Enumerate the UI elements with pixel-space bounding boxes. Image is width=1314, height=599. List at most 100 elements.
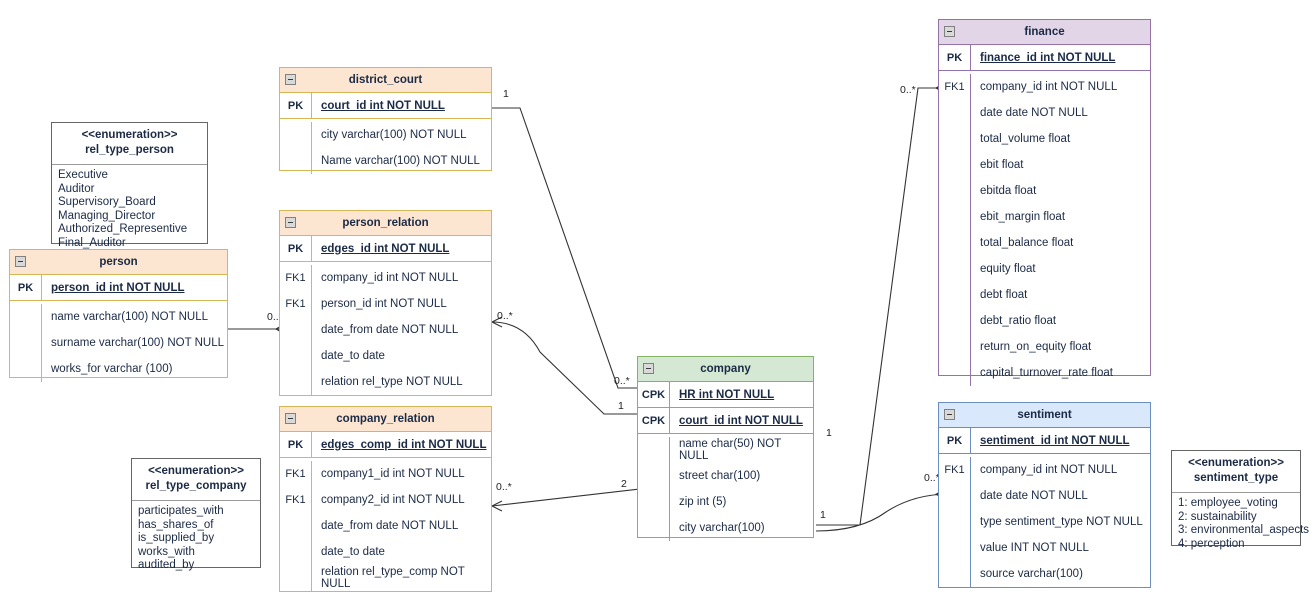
field-label: edges_comp_id int NOT NULL [321, 438, 487, 451]
table-row-pk: PK finance_id int NOT NULL [939, 45, 1150, 71]
field-label: company2_id int NOT NULL [321, 494, 465, 506]
key-label [638, 437, 670, 463]
entity-person-relation[interactable]: person_relation PK edges_id int NOT NULL… [279, 210, 492, 396]
enum-value: Managing_Director [58, 209, 156, 222]
field-label: total_balance float [980, 237, 1074, 249]
cardinality-company-finance-dst: 0..* [900, 84, 916, 96]
key-label: PK [10, 275, 42, 300]
enum-value: Final_Auditor [58, 236, 126, 249]
field-label: surname varchar(100) NOT NULL [51, 337, 224, 349]
field-label: date date NOT NULL [980, 107, 1088, 119]
table-row: FK1 company1_id int NOT NULL [280, 461, 491, 487]
collapse-icon[interactable] [285, 217, 296, 228]
cardinality-court-company-src: 1 [503, 88, 509, 100]
table-row: total_balance float [939, 230, 1150, 256]
key-label [10, 330, 42, 356]
enumeration-values: participates_with has_shares_of is_suppl… [132, 501, 260, 578]
cardinality-personrel-company-dst: 1 [618, 400, 624, 412]
key-label [939, 152, 971, 178]
table-row-pk: CPK court_id int NOT NULL [638, 408, 813, 434]
key-label: PK [939, 45, 971, 70]
table-row-pk: PK person_id int NOT NULL [10, 275, 227, 301]
table-row: FK1 person_id int NOT NULL [280, 291, 491, 317]
key-label [939, 483, 971, 509]
collapse-icon[interactable] [15, 256, 26, 267]
enumeration-rel-type-company[interactable]: <<enumeration>> rel_type_company partici… [131, 458, 261, 571]
key-label: PK [280, 236, 312, 261]
field-label: person_id int NOT NULL [51, 281, 185, 294]
key-label: CPK [638, 382, 670, 407]
entity-fields: FK1 company_id int NOT NULL FK1 person_i… [280, 262, 491, 398]
entity-header: person [10, 250, 227, 275]
table-row: FK1 company_id int NOT NULL [939, 74, 1150, 100]
collapse-icon[interactable] [285, 413, 296, 424]
field-label: company_id int NOT NULL [980, 464, 1118, 476]
key-label [939, 204, 971, 230]
table-row: date date NOT NULL [939, 100, 1150, 126]
cardinality-company-finance-src: 1 [826, 427, 832, 439]
table-row-pk: PK court_id int NOT NULL [280, 93, 491, 119]
table-row: name varchar(100) NOT NULL [10, 304, 227, 330]
enumeration-sentiment-type[interactable]: <<enumeration>> sentiment_type 1: employ… [1171, 450, 1309, 550]
enum-value: 1: employee_voting [1178, 497, 1278, 509]
field-label: equity float [980, 263, 1036, 275]
cardinality-company-sentiment-src: 1 [820, 509, 826, 521]
field-label: finance_id int NOT NULL [980, 51, 1116, 64]
key-label [280, 369, 312, 395]
field-label: works_for varchar (100) [51, 363, 173, 375]
key-label [10, 304, 42, 330]
cardinality-personrel-company-src: 0..* [497, 310, 513, 322]
key-label: FK1 [939, 457, 971, 483]
table-row: date_from date NOT NULL [280, 317, 491, 343]
link-company-finance [816, 88, 946, 526]
cardinality-court-company-dst: 0..* [614, 375, 630, 387]
table-row: zip int (5) [638, 489, 813, 515]
field-label: date_from date NOT NULL [321, 324, 459, 336]
field-label: capital_turnover_rate float [980, 367, 1113, 379]
entity-company-relation[interactable]: company_relation PK edges_comp_id int NO… [279, 406, 492, 592]
entity-district-court[interactable]: district_court PK court_id int NOT NULL … [279, 67, 492, 174]
entity-fields: FK1 company_id int NOT NULL date date NO… [939, 454, 1150, 590]
table-row-pk: CPK HR int NOT NULL [638, 382, 813, 408]
entity-company[interactable]: company CPK HR int NOT NULL CPK court_id… [637, 356, 814, 541]
enumeration-name: sentiment_type [1193, 472, 1279, 484]
enum-value: 2: sustainability [1178, 510, 1257, 523]
table-row: capital_turnover_rate float [939, 360, 1150, 386]
field-label: company_id int NOT NULL [980, 81, 1118, 93]
entity-sentiment[interactable]: sentiment PK sentiment_id int NOT NULL F… [938, 402, 1151, 588]
collapse-icon[interactable] [944, 409, 955, 420]
entity-title: company [700, 363, 751, 375]
field-label: name varchar(100) NOT NULL [51, 311, 209, 323]
field-label: relation rel_type_comp NOT NULL [321, 566, 465, 590]
enumeration-stereotype: <<enumeration>> [148, 465, 244, 477]
table-row: total_volume float [939, 126, 1150, 152]
field-label: relation rel_type NOT NULL [321, 376, 463, 388]
field-label: source varchar(100) [980, 568, 1083, 580]
key-label [939, 535, 971, 561]
entity-header: sentiment [939, 403, 1150, 428]
key-label [638, 489, 670, 515]
field-label: date_to date [321, 350, 385, 362]
enum-value: is_supplied_by [138, 532, 215, 544]
link-company-relation-company [491, 488, 641, 507]
field-label: type sentiment_type NOT NULL [980, 516, 1143, 528]
collapse-icon[interactable] [944, 26, 955, 37]
field-label: name char(50) NOT NULL [679, 438, 782, 462]
table-row: type sentiment_type NOT NULL [939, 509, 1150, 535]
collapse-icon[interactable] [285, 74, 296, 85]
collapse-icon[interactable] [643, 363, 654, 374]
table-row-pk: PK edges_id int NOT NULL [280, 236, 491, 262]
table-row: Name varchar(100) NOT NULL [280, 148, 491, 174]
field-label: zip int (5) [679, 496, 727, 508]
entity-finance[interactable]: finance PK finance_id int NOT NULL FK1 c… [938, 19, 1151, 386]
entity-person[interactable]: person PK person_id int NOT NULL name va… [9, 249, 228, 382]
entity-header: company_relation [280, 407, 491, 432]
table-row: name char(50) NOT NULL [638, 437, 813, 463]
key-label [939, 230, 971, 256]
key-label [939, 256, 971, 282]
cardinality-person-personrel-dst: 0..* [267, 311, 283, 323]
field-label: debt_ratio float [980, 315, 1057, 327]
enumeration-rel-type-person[interactable]: <<enumeration>> rel_type_person Executiv… [51, 122, 208, 249]
key-label: FK1 [280, 487, 312, 513]
